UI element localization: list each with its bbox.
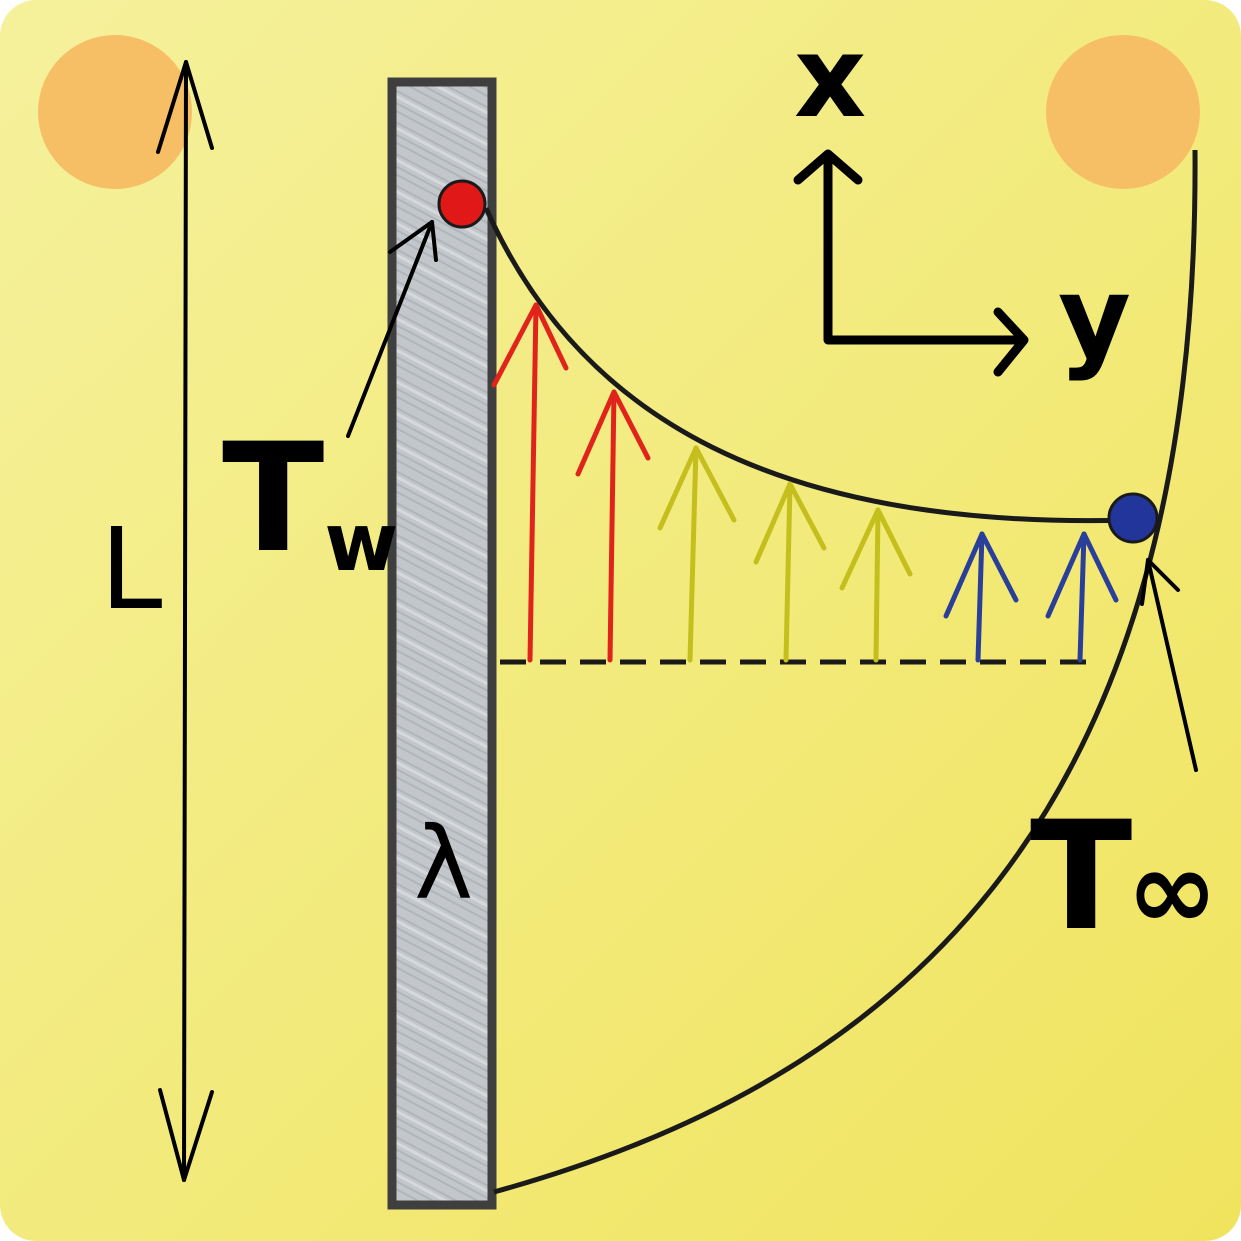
profile-arrow-2 xyxy=(575,389,651,663)
axis-y-label: y xyxy=(1058,253,1131,383)
profile-arrow-3 xyxy=(657,445,737,663)
wall-temp-point xyxy=(437,179,487,229)
fin-wall xyxy=(387,77,497,1210)
length-label: L xyxy=(100,505,162,635)
profile-arrow-7 xyxy=(1045,531,1119,663)
corner-dot-right xyxy=(1046,35,1200,189)
corner-dot-left xyxy=(38,35,192,189)
axis-x-label: x xyxy=(794,13,866,143)
ambient-temp-point xyxy=(1107,492,1159,544)
ambient-temp-subscript: ∞ xyxy=(1126,826,1218,954)
profile-arrow-6 xyxy=(943,531,1019,663)
ambient-temp-label: T∞ xyxy=(1030,790,1218,964)
ambient-temp-pointer-arrow xyxy=(1140,558,1198,772)
conductivity-label: λ xyxy=(414,805,473,922)
length-dimension-arrow xyxy=(156,60,214,1182)
boundary-layer-curve xyxy=(493,149,1198,1195)
wall-temp-label: Tw xyxy=(222,412,398,589)
wall-temp-subscript: w xyxy=(324,496,398,589)
temperature-profile-curve xyxy=(483,206,1133,524)
profile-arrow-1 xyxy=(491,302,569,663)
profile-arrows xyxy=(491,302,1119,663)
profile-arrow-4 xyxy=(753,481,827,663)
profile-arrow-5 xyxy=(839,507,913,663)
coordinate-axes xyxy=(793,149,1029,377)
wall-temp-pointer-arrow xyxy=(346,220,438,438)
